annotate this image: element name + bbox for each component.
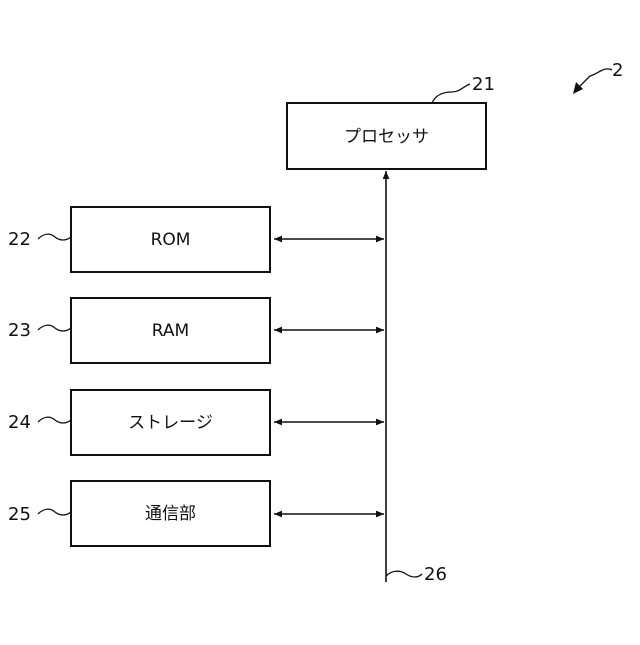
processor-ref: 21 [472, 74, 495, 95]
component-storage: ストレージ 24 [8, 390, 384, 455]
bus-leader-line [386, 571, 422, 577]
processor-label: プロセッサ [344, 127, 429, 147]
rom-leader-line [38, 234, 71, 240]
component-communication: 通信部 25 [8, 481, 384, 546]
figure-number: 2 [612, 60, 623, 81]
figure-reference: 2 [573, 60, 623, 94]
storage-label: ストレージ [128, 413, 213, 433]
rom-ref: 22 [8, 229, 31, 250]
ram-ref: 23 [8, 320, 31, 341]
processor-block: プロセッサ 21 [287, 74, 495, 169]
ram-leader-line [38, 325, 71, 331]
bus-ref: 26 [424, 564, 447, 585]
communication-ref: 25 [8, 504, 31, 525]
rom-label: ROM [151, 230, 191, 250]
component-ram: RAM 23 [8, 298, 384, 363]
processor-leader-line [432, 84, 470, 103]
communication-label: 通信部 [145, 504, 196, 524]
component-rom: ROM 22 [8, 207, 384, 272]
communication-leader-line [38, 509, 71, 515]
figure-leader-line [576, 69, 612, 90]
ram-label: RAM [152, 321, 189, 341]
bus: 26 [386, 171, 447, 585]
storage-leader-line [38, 417, 71, 423]
storage-ref: 24 [8, 412, 31, 433]
